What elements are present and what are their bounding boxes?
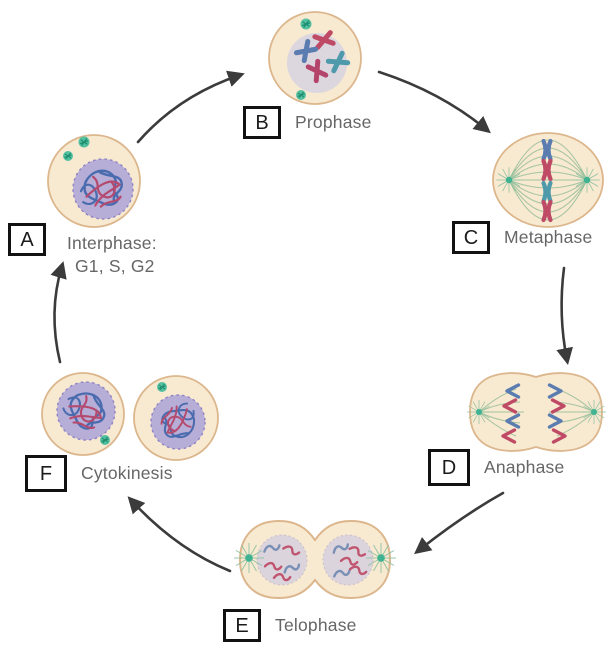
stage-name-anaphase: Anaphase [484, 457, 565, 477]
stage-label-telophase: E Telophase [223, 609, 357, 642]
stage-label-interphase: A Interphase: G1, S, G2 [8, 223, 157, 278]
arrow-c-to-d [556, 266, 573, 365]
stage-label-prophase: B Prophase [243, 106, 372, 139]
stage-letter-box-f: F [25, 455, 67, 492]
cycle-arrows [50, 70, 573, 573]
centrosome [62, 150, 74, 162]
centrosome [299, 17, 313, 31]
centrosome [295, 89, 307, 101]
centrosome [99, 434, 111, 446]
interphase-label-line2: G1, S, G2 [75, 256, 155, 276]
cell-interphase [47, 134, 141, 228]
stage-name-cytokinesis: Cytokinesis [81, 463, 173, 483]
stage-letter-box-b: B [243, 106, 281, 139]
arrow-b-to-c [377, 70, 491, 134]
cell-prophase [268, 11, 362, 105]
arrow-d-to-e [414, 491, 505, 555]
interphase-label-line1: Interphase: [67, 233, 157, 253]
stage-name-metaphase: Metaphase [504, 227, 593, 247]
centrosome [77, 135, 91, 149]
stage-label-metaphase: C Metaphase [452, 221, 592, 254]
stage-letter-box-c: C [452, 221, 490, 254]
centrosome [156, 381, 168, 393]
nucleus [150, 394, 206, 450]
cell-metaphase [492, 132, 604, 228]
stage-name-telophase: Telophase [275, 615, 357, 635]
nucleus [256, 534, 308, 586]
cell-cytokinesis [41, 372, 219, 461]
stage-letter-box-d: D [428, 449, 470, 486]
stage-label-cytokinesis: F Cytokinesis [25, 455, 173, 492]
stage-label-anaphase: D Anaphase [428, 449, 564, 486]
nucleus [322, 534, 374, 586]
stage-letter-box-a: A [8, 223, 46, 256]
cell-telophase [233, 519, 397, 600]
stage-name-prophase: Prophase [295, 112, 372, 132]
arrow-a-to-b [136, 70, 245, 144]
arrow-f-to-a [50, 261, 67, 364]
cell-membrane [469, 372, 603, 452]
arrow-e-to-f [127, 496, 232, 573]
stage-letter-box-e: E [223, 609, 261, 642]
cell-anaphase [466, 372, 606, 452]
stage-name-interphase: Interphase: G1, S, G2 [67, 232, 157, 278]
nucleus [56, 381, 116, 441]
